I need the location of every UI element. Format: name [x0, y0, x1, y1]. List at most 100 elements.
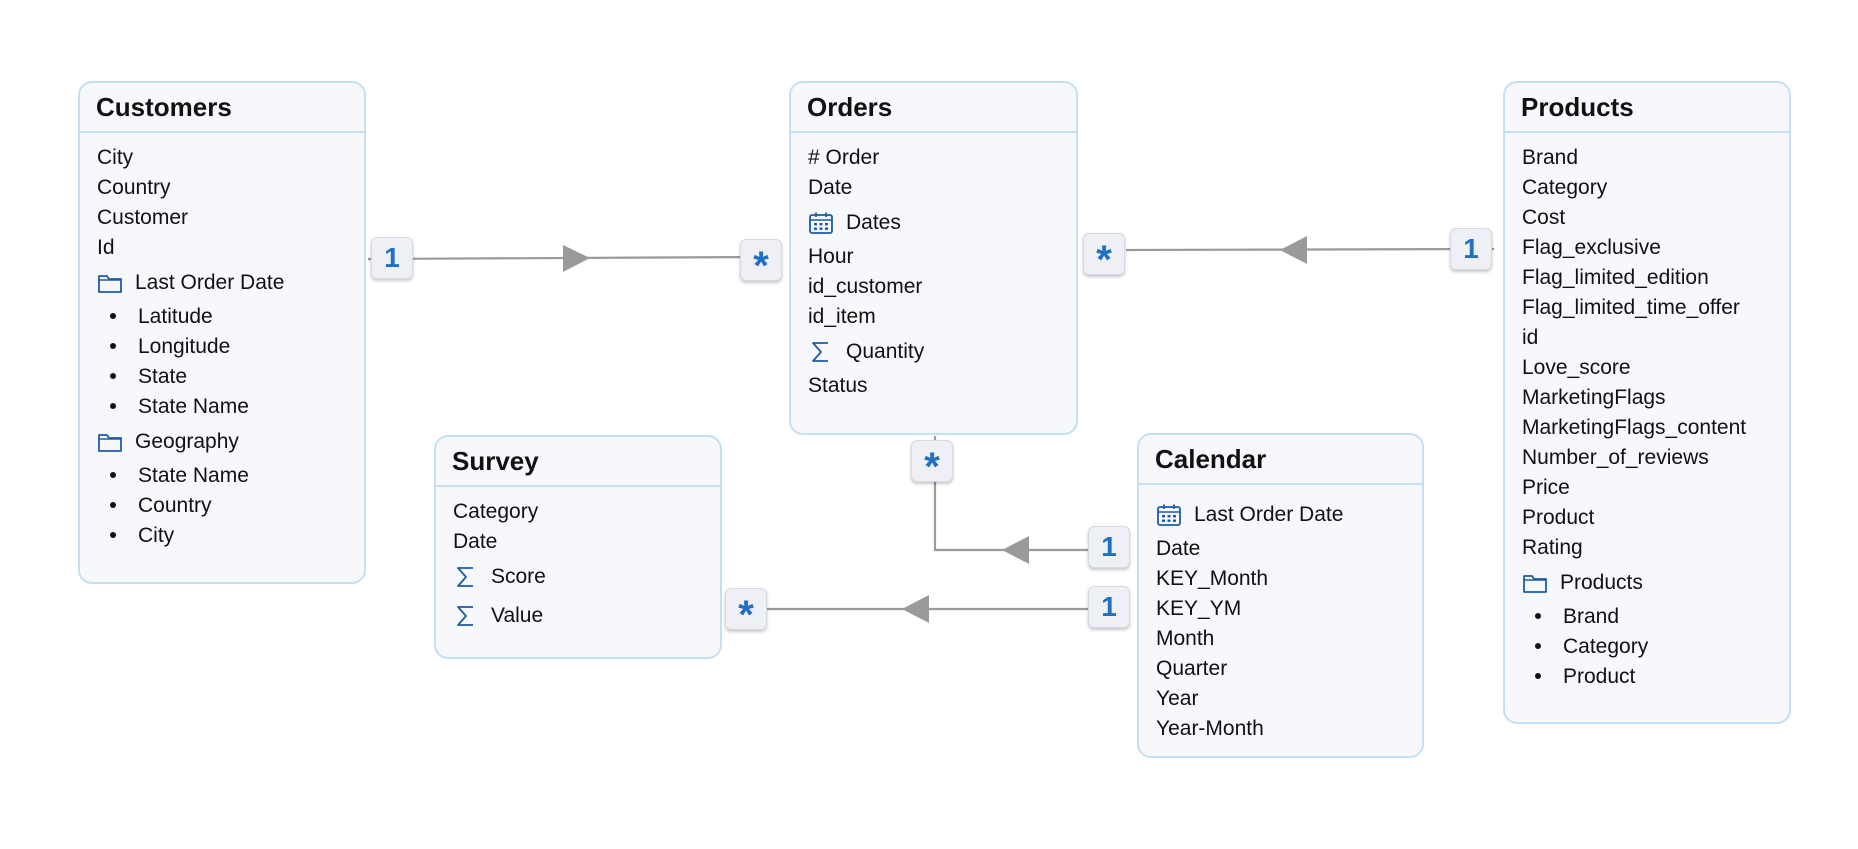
- field-label: Price: [1522, 476, 1570, 499]
- sigma-icon: [808, 338, 834, 363]
- hierarchy-level-item[interactable]: State Name: [80, 392, 364, 422]
- field-label: # Order: [808, 146, 880, 169]
- field-label: Category: [1563, 635, 1649, 658]
- field-item[interactable]: Hour: [791, 242, 1076, 272]
- field-item[interactable]: Love_score: [1505, 353, 1789, 383]
- hierarchy-level-item[interactable]: Latitude: [80, 302, 364, 332]
- field-label: KEY_YM: [1156, 597, 1242, 620]
- hierarchy-level-item[interactable]: Product: [1505, 662, 1789, 692]
- cardinality-badge-orders-many-calendar[interactable]: *: [911, 440, 953, 489]
- field-item[interactable]: id: [1505, 323, 1789, 353]
- table-title: Survey: [436, 437, 720, 487]
- field-item[interactable]: Cost: [1505, 203, 1789, 233]
- hierarchy-level-item[interactable]: State: [80, 362, 364, 392]
- field-label: Last Order Date: [135, 271, 285, 294]
- field-label: Dates: [846, 211, 901, 234]
- table-title: Customers: [80, 83, 364, 133]
- bullet-icon: [1535, 672, 1541, 679]
- field-label: Products: [1560, 571, 1643, 594]
- bullet-icon: [110, 312, 116, 319]
- cardinality-badge-survey-many[interactable]: *: [725, 588, 767, 637]
- field-item[interactable]: Rating: [1505, 533, 1789, 563]
- field-item[interactable]: Number_of_reviews: [1505, 443, 1789, 473]
- field-item[interactable]: Country: [80, 173, 364, 203]
- sigma-icon: [453, 602, 479, 627]
- cardinality-badge-calendar-one-orders[interactable]: 1: [1088, 526, 1130, 568]
- field-item[interactable]: id_customer: [791, 272, 1076, 302]
- field-item[interactable]: Month: [1139, 624, 1422, 654]
- field-item[interactable]: Category: [1505, 173, 1789, 203]
- cardinality-badge-customers-one[interactable]: 1: [371, 237, 413, 279]
- table-title: Products: [1505, 83, 1789, 133]
- bullet-icon: [110, 471, 116, 478]
- field-item[interactable]: Brand: [1505, 143, 1789, 173]
- hierarchy-level-item[interactable]: Brand: [1505, 602, 1789, 632]
- field-item[interactable]: City: [80, 143, 364, 173]
- arrow-calendar-orders: [1002, 536, 1029, 564]
- field-label: Cost: [1522, 206, 1566, 229]
- field-label: Country: [97, 176, 171, 199]
- hierarchy-level-item[interactable]: State Name: [80, 461, 364, 491]
- field-label: Date: [453, 530, 498, 553]
- arrow-calendar-survey: [902, 595, 929, 623]
- field-item[interactable]: Flag_exclusive: [1505, 233, 1789, 263]
- field-item[interactable]: Id: [80, 233, 364, 263]
- field-item[interactable]: Status: [791, 371, 1076, 401]
- field-item[interactable]: Dates: [791, 203, 1076, 242]
- field-item[interactable]: MarketingFlags: [1505, 383, 1789, 413]
- hierarchy-level-item[interactable]: City: [80, 521, 364, 551]
- field-item[interactable]: id_item: [791, 302, 1076, 332]
- field-item[interactable]: Year: [1139, 684, 1422, 714]
- bullet-icon: [110, 531, 116, 538]
- field-item[interactable]: Quarter: [1139, 654, 1422, 684]
- field-item[interactable]: KEY_YM: [1139, 594, 1422, 624]
- field-label: Month: [1156, 627, 1215, 650]
- folder-item[interactable]: Geography: [80, 422, 364, 461]
- cardinality-badge-calendar-one-survey[interactable]: 1: [1088, 586, 1130, 628]
- cardinality-badge-products-one[interactable]: 1: [1450, 228, 1492, 270]
- field-item[interactable]: Value: [436, 596, 720, 635]
- field-label: Id: [97, 236, 115, 259]
- field-item[interactable]: Year-Month: [1139, 714, 1422, 744]
- field-label: Status: [808, 374, 868, 397]
- field-item[interactable]: Score: [436, 557, 720, 596]
- field-item[interactable]: Customer: [80, 203, 364, 233]
- field-item[interactable]: # Order: [791, 143, 1076, 173]
- folder-item[interactable]: Last Order Date: [80, 263, 364, 302]
- field-item[interactable]: Date: [1139, 534, 1422, 564]
- field-item[interactable]: Date: [791, 173, 1076, 203]
- field-label: Year: [1156, 687, 1199, 710]
- field-item[interactable]: Product: [1505, 503, 1789, 533]
- cardinality-badge-orders-many-customers[interactable]: *: [740, 239, 782, 288]
- field-item[interactable]: Category: [436, 497, 720, 527]
- cardinality-badge-orders-many-products[interactable]: *: [1083, 233, 1125, 282]
- hierarchy-level-item[interactable]: Category: [1505, 632, 1789, 662]
- calendar-icon: [808, 209, 834, 235]
- field-label: Geography: [135, 430, 239, 453]
- field-item[interactable]: KEY_Month: [1139, 564, 1422, 594]
- field-item[interactable]: Flag_limited_edition: [1505, 263, 1789, 293]
- field-item[interactable]: Last Order Date: [1139, 495, 1422, 534]
- bullet-icon: [110, 501, 116, 508]
- folder-item[interactable]: Products: [1505, 563, 1789, 602]
- field-item[interactable]: Price: [1505, 473, 1789, 503]
- field-label: State: [138, 365, 188, 388]
- field-item[interactable]: Quantity: [791, 332, 1076, 371]
- field-label: Number_of_reviews: [1522, 446, 1709, 469]
- field-label: Category: [453, 500, 539, 523]
- field-label: Category: [1522, 176, 1608, 199]
- field-item[interactable]: Date: [436, 527, 720, 557]
- field-item[interactable]: MarketingFlags_content: [1505, 413, 1789, 443]
- field-label: id_item: [808, 305, 876, 328]
- hierarchy-level-item[interactable]: Longitude: [80, 332, 364, 362]
- hierarchy-level-item[interactable]: Country: [80, 491, 364, 521]
- field-item[interactable]: Flag_limited_time_offer: [1505, 293, 1789, 323]
